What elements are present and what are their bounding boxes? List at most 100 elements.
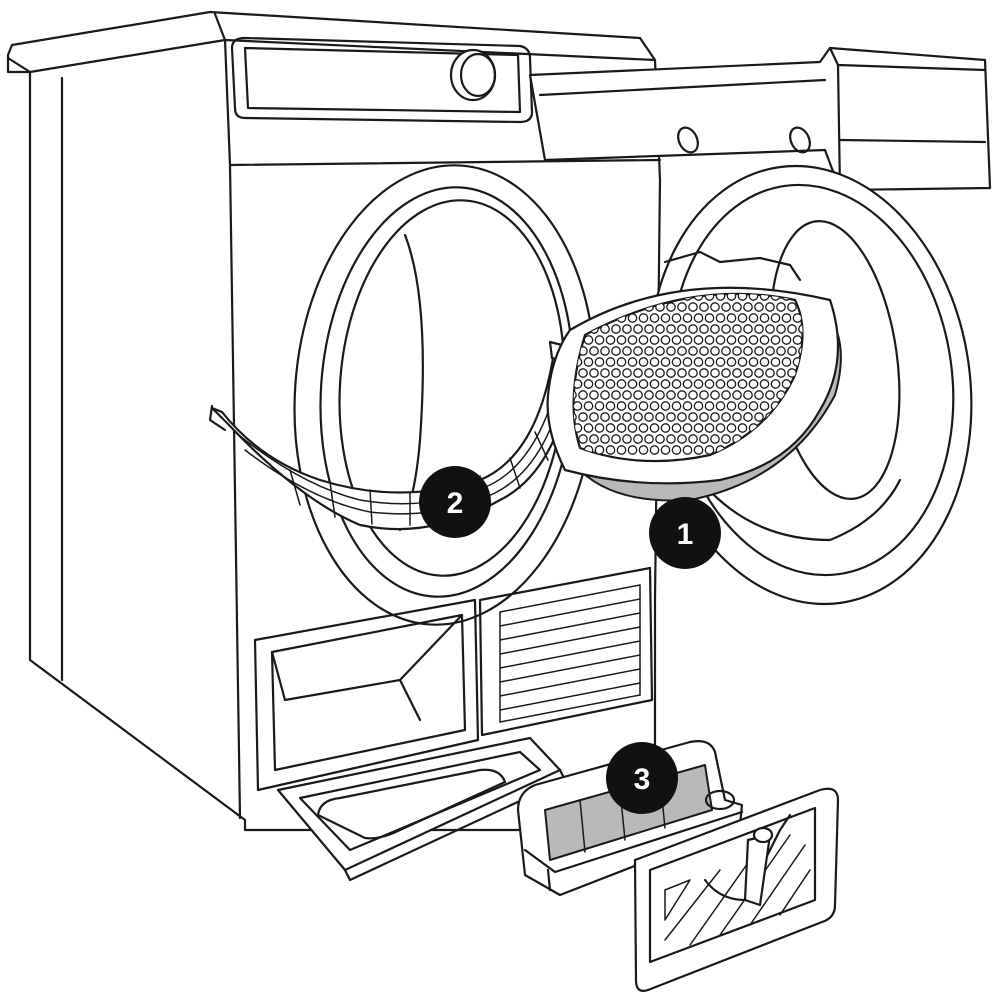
mesh-hole bbox=[748, 357, 759, 367]
mesh-hole bbox=[765, 302, 775, 312]
mesh-hole bbox=[594, 445, 605, 455]
mesh-hole bbox=[743, 368, 753, 378]
mesh-hole bbox=[699, 324, 709, 334]
mesh-hole bbox=[605, 335, 616, 345]
mesh-hole bbox=[710, 434, 720, 444]
mesh-hole bbox=[726, 357, 737, 367]
mesh-hole bbox=[754, 302, 764, 312]
mesh-hole bbox=[649, 357, 660, 367]
mesh-hole bbox=[583, 401, 594, 411]
mesh-hole bbox=[699, 390, 709, 400]
mesh-hole bbox=[688, 302, 698, 312]
mesh-hole bbox=[693, 445, 704, 455]
mesh-hole bbox=[737, 357, 748, 367]
mesh-hole bbox=[671, 357, 682, 367]
mesh-hole bbox=[638, 445, 649, 455]
mesh-hole bbox=[600, 346, 610, 356]
mesh-hole bbox=[649, 401, 660, 411]
mesh-hole bbox=[627, 357, 638, 367]
mesh-hole bbox=[605, 423, 616, 433]
fluff-filter-1 bbox=[546, 286, 842, 502]
mesh-hole bbox=[611, 346, 621, 356]
mesh-hole bbox=[655, 346, 665, 356]
mesh-hole bbox=[748, 335, 759, 345]
callout-2-label: 2 bbox=[447, 487, 464, 520]
mesh-hole bbox=[743, 412, 753, 422]
mesh-hole bbox=[682, 357, 693, 367]
mesh-hole bbox=[600, 390, 610, 400]
mesh-hole bbox=[589, 434, 599, 444]
mesh-hole bbox=[765, 390, 775, 400]
mesh-hole bbox=[770, 379, 781, 389]
mesh-hole bbox=[573, 390, 577, 400]
mesh-hole bbox=[638, 379, 649, 389]
mesh-hole bbox=[660, 357, 671, 367]
mesh-hole bbox=[748, 313, 759, 323]
mesh-hole bbox=[611, 412, 621, 422]
mesh-hole bbox=[644, 368, 654, 378]
mesh-hole bbox=[611, 390, 621, 400]
mesh-hole bbox=[743, 302, 753, 312]
mesh-hole bbox=[699, 368, 709, 378]
mesh-hole bbox=[682, 401, 693, 411]
mesh-hole bbox=[677, 390, 687, 400]
mesh-hole bbox=[666, 346, 676, 356]
mesh-hole bbox=[649, 335, 660, 345]
filter-frame bbox=[633, 787, 840, 992]
mesh-hole bbox=[732, 368, 742, 378]
mesh-hole bbox=[737, 313, 748, 323]
mesh-hole bbox=[660, 401, 671, 411]
mesh-hole bbox=[798, 324, 803, 334]
mesh-hole bbox=[627, 423, 638, 433]
mesh-hole bbox=[721, 412, 731, 422]
callout-1: 1 bbox=[649, 497, 721, 569]
mesh-hole bbox=[605, 357, 616, 367]
mesh-hole bbox=[721, 324, 731, 334]
mesh-hole bbox=[655, 390, 665, 400]
mesh-hole bbox=[655, 324, 665, 334]
mesh-hole bbox=[682, 379, 693, 389]
mesh-hole bbox=[765, 368, 775, 378]
mesh-hole bbox=[644, 324, 654, 334]
mesh-hole bbox=[710, 412, 720, 422]
mesh-hole bbox=[589, 390, 599, 400]
mesh-hole bbox=[594, 335, 605, 345]
mesh-hole bbox=[710, 368, 720, 378]
mesh-hole bbox=[737, 423, 748, 433]
mesh-hole bbox=[721, 346, 731, 356]
mesh-hole bbox=[781, 313, 792, 323]
mesh-hole bbox=[616, 445, 627, 455]
mesh-hole bbox=[688, 368, 698, 378]
callout-1-label: 1 bbox=[677, 518, 694, 551]
mesh-hole bbox=[671, 445, 682, 455]
mesh-hole bbox=[715, 335, 726, 345]
mesh-hole bbox=[638, 335, 649, 345]
mesh-hole bbox=[644, 346, 654, 356]
mesh-hole bbox=[715, 423, 726, 433]
mesh-hole bbox=[781, 335, 792, 345]
mesh-hole bbox=[776, 324, 786, 334]
mesh-hole bbox=[611, 434, 621, 444]
mesh-hole bbox=[611, 324, 621, 334]
mesh-hole bbox=[715, 357, 726, 367]
mesh-hole bbox=[759, 401, 770, 411]
mesh-hole bbox=[649, 379, 660, 389]
callout-1-circle bbox=[649, 497, 721, 569]
mesh-hole bbox=[721, 368, 731, 378]
mesh-hole bbox=[715, 401, 726, 411]
mesh-hole bbox=[594, 401, 605, 411]
mesh-hole bbox=[660, 335, 671, 345]
mesh-hole bbox=[688, 412, 698, 422]
mesh-hole bbox=[781, 357, 792, 367]
mesh-hole bbox=[660, 445, 671, 455]
mesh-hole bbox=[633, 434, 643, 444]
mesh-hole bbox=[759, 379, 770, 389]
mesh-hole bbox=[693, 423, 704, 433]
control-panel bbox=[230, 36, 534, 124]
mesh-hole bbox=[578, 390, 588, 400]
mesh-hole bbox=[699, 346, 709, 356]
mesh-hole bbox=[583, 423, 594, 433]
mesh-hole bbox=[633, 368, 643, 378]
